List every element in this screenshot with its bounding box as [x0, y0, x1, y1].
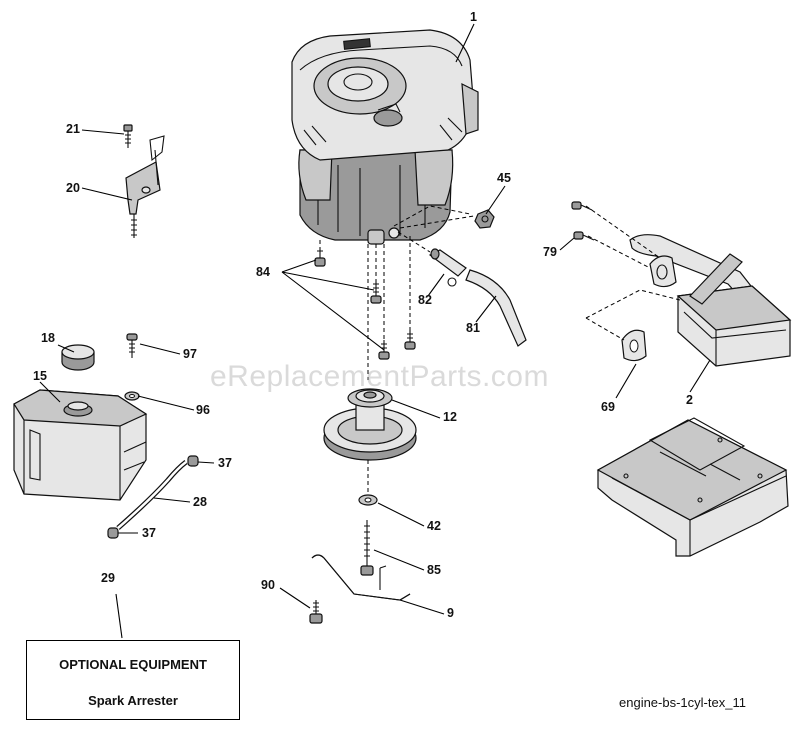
callout-29: 29 — [101, 571, 115, 585]
leader-lines — [39, 23, 711, 639]
callout-45: 45 — [497, 171, 511, 185]
engine-bolts-part — [314, 236, 416, 380]
callout-37-upper: 37 — [218, 456, 232, 470]
callout-15: 15 — [33, 369, 47, 383]
callout-97: 97 — [183, 347, 197, 361]
engine-mount-plate-part — [596, 417, 789, 557]
callout-1: 1 — [470, 10, 477, 24]
optional-equipment-box: OPTIONAL EQUIPMENT Spark Arrester — [26, 640, 240, 720]
throttle-bracket-part — [123, 124, 165, 238]
bolt-90-part — [309, 600, 323, 624]
washer-bolt-part — [358, 494, 378, 576]
spark-arrester-label: Spark Arrester — [88, 693, 178, 708]
fuel-line-part — [107, 455, 199, 539]
callout-28: 28 — [193, 495, 207, 509]
screw-washer-part — [124, 333, 140, 401]
callout-90: 90 — [261, 578, 275, 592]
callout-18: 18 — [41, 331, 55, 345]
callout-69: 69 — [601, 400, 615, 414]
callout-79: 79 — [543, 245, 557, 259]
callout-42: 42 — [427, 519, 441, 533]
pulley-part — [323, 388, 417, 494]
callout-21: 21 — [66, 122, 80, 136]
callout-2: 2 — [686, 393, 693, 407]
callout-84: 84 — [256, 265, 270, 279]
optional-equipment-title: OPTIONAL EQUIPMENT — [59, 657, 207, 672]
callout-82: 82 — [418, 293, 432, 307]
callout-85: 85 — [427, 563, 441, 577]
rod-bracket-part — [311, 554, 411, 601]
diagram-identifier: engine-bs-1cyl-tex_11 — [619, 695, 746, 710]
nut-part — [393, 205, 495, 229]
callout-37-lower: 37 — [142, 526, 156, 540]
callout-96: 96 — [196, 403, 210, 417]
callout-9: 9 — [447, 606, 454, 620]
muffler-part — [571, 201, 792, 367]
callout-81: 81 — [466, 321, 480, 335]
callout-20: 20 — [66, 181, 80, 195]
fuel-tank-part — [13, 344, 148, 501]
fuel-fitting-part — [397, 231, 527, 347]
callout-12: 12 — [443, 410, 457, 424]
engine-part — [291, 29, 479, 245]
watermark-text: eReplacementParts.com — [210, 360, 549, 393]
